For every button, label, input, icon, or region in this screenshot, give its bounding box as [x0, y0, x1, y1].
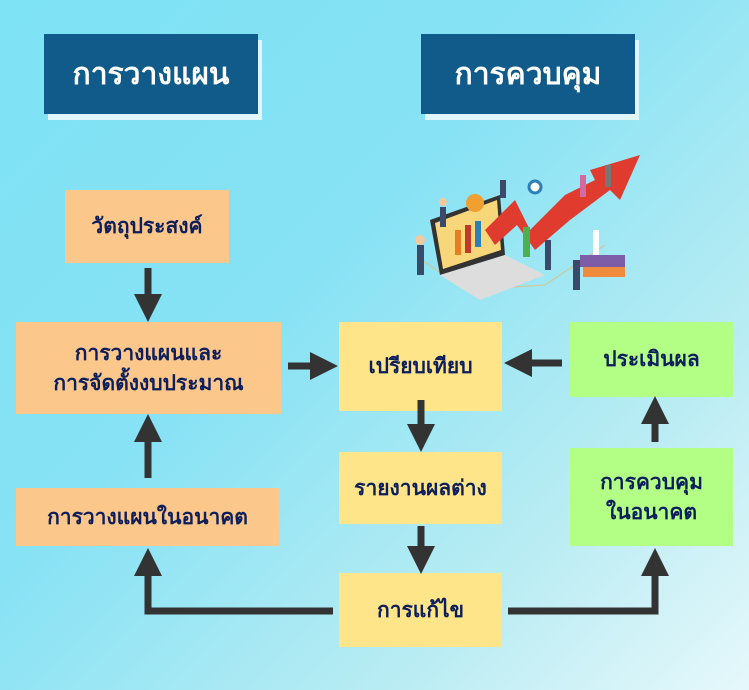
arrow-correction-to-future-planning: [134, 548, 333, 615]
planning-header: การวางแผน: [44, 34, 258, 114]
future-control-line2: ในอนาคต: [605, 500, 698, 524]
planning-budget-box: การวางแผนและ การจัดตั้งงบประมาณ: [16, 322, 281, 414]
planning-budget-line2: การจัดตั้งงบประมาณ: [53, 371, 244, 395]
future-control-box: การควบคุม ในอนาคต: [570, 448, 733, 546]
objective-box: วัตถุประสงค์: [65, 190, 229, 263]
growth-arrow-icon: [485, 155, 640, 250]
laptop-icon: [430, 195, 545, 300]
future-planning-box: การวางแผนในอนาคต: [16, 488, 279, 546]
planning-budget-line1: การวางแผนและ: [74, 340, 223, 365]
control-header: การควบคุม: [421, 34, 635, 114]
evaluation-box: ประเมินผล: [570, 322, 733, 397]
business-growth-illustration: [414, 155, 640, 300]
arrow-correction-to-future-control: [508, 548, 669, 615]
compare-box: เปรียบเทียบ: [339, 322, 502, 411]
correction-box: การแก้ไข: [339, 573, 502, 647]
future-control-line1: การควบคุม: [600, 469, 703, 494]
variance-report-box: รายงานผลต่าง: [339, 452, 502, 524]
